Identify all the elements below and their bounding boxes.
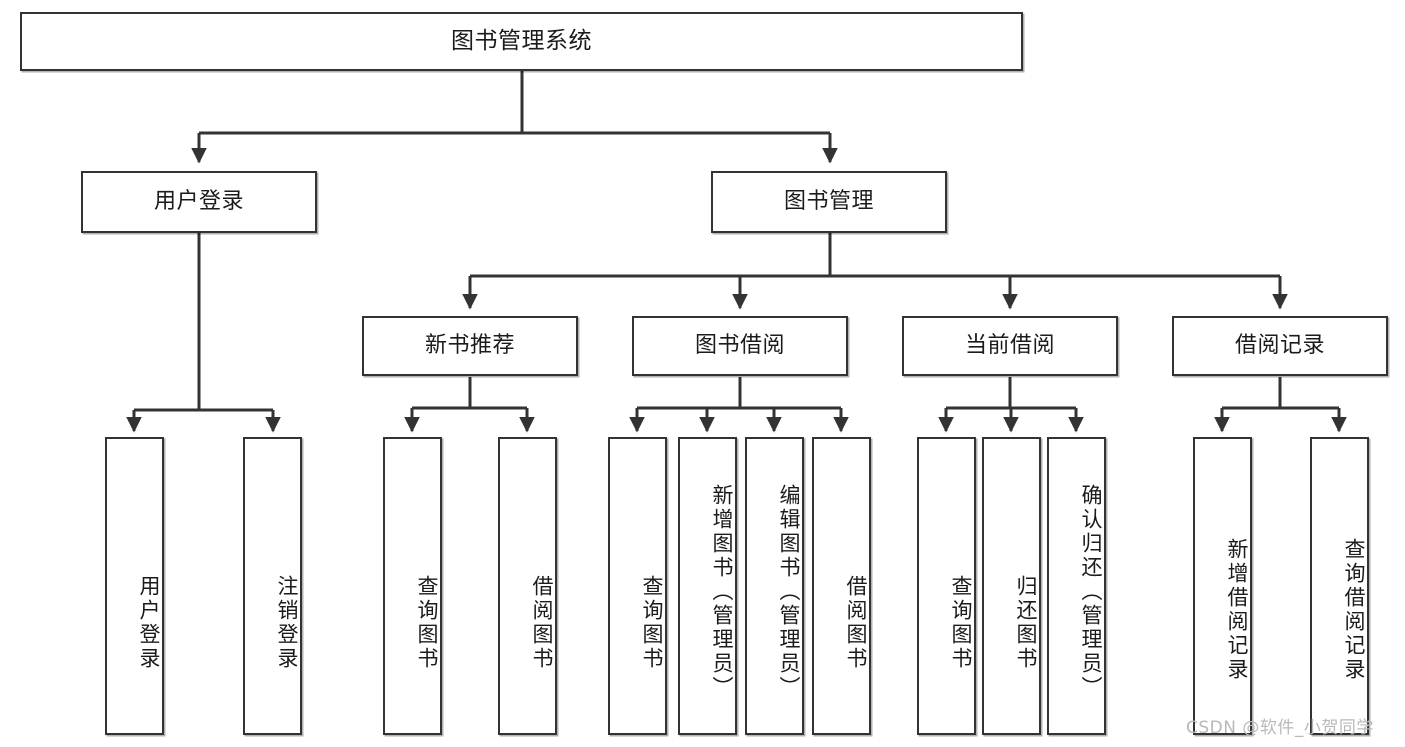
node-label: 新增借阅记录	[1225, 538, 1249, 682]
leaf-add-borrow-record[interactable]: 新增借阅记录	[1193, 437, 1252, 735]
leaf-borrow-book-recommend[interactable]: 借阅图书	[498, 437, 557, 735]
node-label: 借阅图书	[844, 575, 868, 671]
node-new-book-recommendation[interactable]: 新书推荐	[362, 316, 578, 376]
node-label: 图书管理	[783, 188, 874, 214]
node-label: 图书管理系统	[451, 27, 592, 54]
node-label: 查询借阅记录	[1342, 538, 1366, 682]
leaf-query-book-recommend[interactable]: 查询图书	[383, 437, 442, 735]
leaf-query-borrow-record[interactable]: 查询借阅记录	[1310, 437, 1369, 735]
node-label: 归还图书	[1014, 575, 1038, 671]
node-label: 新书推荐	[424, 332, 515, 358]
leaf-user-login[interactable]: 用户登录	[105, 437, 164, 735]
node-borrowing-record[interactable]: 借阅记录	[1172, 316, 1388, 376]
node-label: 查询图书	[640, 575, 664, 671]
node-label: 借阅记录	[1234, 332, 1325, 358]
node-label: 查询图书	[949, 575, 973, 671]
node-label: 编辑图书（管理员）	[777, 484, 801, 700]
node-user-login[interactable]: 用户登录	[81, 171, 317, 233]
node-root-book-management-system[interactable]: 图书管理系统	[20, 12, 1023, 71]
leaf-add-book-admin[interactable]: 新增图书（管理员）	[678, 437, 737, 735]
node-label: 用户登录	[153, 188, 244, 214]
leaf-confirm-return-admin[interactable]: 确认归还（管理员）	[1047, 437, 1106, 735]
node-label: 注销登录	[275, 575, 299, 671]
leaf-edit-book-admin[interactable]: 编辑图书（管理员）	[745, 437, 804, 735]
node-current-borrowing[interactable]: 当前借阅	[902, 316, 1118, 376]
leaf-query-book-current[interactable]: 查询图书	[917, 437, 976, 735]
node-book-borrowing[interactable]: 图书借阅	[632, 316, 848, 376]
node-label: 当前借阅	[964, 332, 1055, 358]
leaf-logout[interactable]: 注销登录	[243, 437, 302, 735]
node-book-management[interactable]: 图书管理	[711, 171, 947, 233]
node-label: 图书借阅	[694, 332, 785, 358]
watermark-csdn: CSDN @软件_小贺同学	[1186, 718, 1374, 738]
node-label: 用户登录	[137, 575, 161, 671]
node-label: 查询图书	[415, 575, 439, 671]
leaf-query-book-borrow[interactable]: 查询图书	[608, 437, 667, 735]
node-label: 新增图书（管理员）	[710, 484, 734, 700]
leaf-return-book[interactable]: 归还图书	[982, 437, 1041, 735]
node-label: 确认归还（管理员）	[1079, 484, 1103, 700]
node-label: 借阅图书	[530, 575, 554, 671]
leaf-borrow-book[interactable]: 借阅图书	[812, 437, 871, 735]
